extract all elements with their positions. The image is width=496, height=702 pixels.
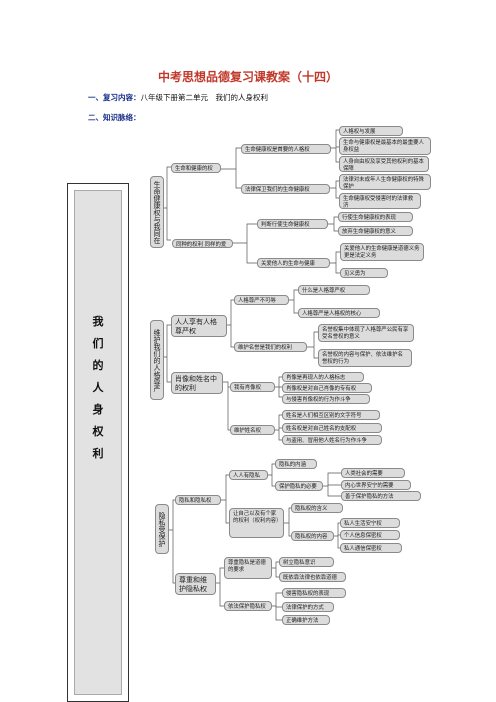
- node-primary-personality-right: 生命健康权是首要的人格权: [241, 144, 331, 154]
- node-reputation-right: 维护名誉是我们的权利: [234, 342, 307, 352]
- node-lawful-protection: 依法保护隐私权: [224, 601, 272, 611]
- node-name-symbol: 姓名是人们相互区别的文字符号: [282, 410, 380, 420]
- node-law-and-morality: 既依靠法律也依靠道德: [279, 572, 346, 582]
- node-personal-info-secrecy: 个人信息保密权: [340, 530, 400, 540]
- main-topic-frame: 我 们 的 人 身 权 利: [67, 183, 129, 702]
- node-correct-defense: 正确维护方法: [282, 615, 330, 625]
- node-portrait-mark: 肖像是再现人的人格标志: [282, 372, 364, 382]
- node-protect-method: 善于保护隐私的方法: [341, 491, 421, 501]
- main-topic-char: 身: [92, 403, 104, 416]
- node-privacy-necessity: 保护隐私的必要性: [275, 481, 323, 491]
- review-label: 一、复习内容：: [88, 93, 141, 102]
- node-life-health-right: 生命和健康的权利: [171, 163, 221, 173]
- node-waive-meaning: 放弃生命健康权的意义: [338, 226, 413, 236]
- node-dignity-inviolable: 人格尊严不可辱: [234, 295, 289, 305]
- branch-privacy-root: 隐私受保护: [155, 504, 169, 554]
- review-content-line: 一、复习内容：八年级下册第二单元 我们的人身权利: [88, 92, 268, 103]
- node-privacy-right-meaning: 隐私权的含义: [291, 503, 343, 513]
- node-private-comm-secrecy: 私人通信保密权: [340, 543, 402, 553]
- branch-life-health-root: 生命健康权与我同在: [150, 176, 164, 248]
- node-moral-legal-duty: 关爱他人的生命健康是道德义务更是法定义务: [340, 243, 424, 261]
- main-topic-char: 我: [92, 315, 104, 328]
- main-topic-panel: 我 们 的 人 身 权 利: [74, 190, 122, 695]
- node-basic-guarantee: 人身自由权及享受其他权利的基本保障: [339, 156, 429, 172]
- node-reputation-content: 名誉权的内容与保护、依法维护名誉权的行为: [318, 349, 412, 367]
- node-same-right-same-care: 同种的权利 同样的爱护: [172, 239, 233, 248]
- node-portrait-fight: 与侵害肖像权的行为作斗争: [282, 394, 370, 404]
- node-privacy-meaning: 隐私的内涵: [275, 459, 317, 469]
- node-brave-deed: 见义勇为: [340, 268, 388, 278]
- review-value: 八年级下册第二单元 我们的人身权利: [140, 93, 269, 102]
- node-legal-protection-ways: 法律保护的方式: [282, 602, 334, 612]
- node-what-dignity-right: 什么是人格尊严权: [298, 285, 370, 295]
- node-inner-peace-need: 内心世界安宁的需要: [341, 480, 411, 490]
- node-dignity-core: 人格尊严是人格权的核心: [298, 308, 380, 318]
- node-portrait-right: 我有肖像权: [230, 382, 275, 392]
- branch-dignity-root: 维护我们的人格尊严: [150, 320, 164, 400]
- node-law-protects-life: 法律保卫我们的生命健康权: [241, 184, 330, 194]
- knowledge-label: 二、知识脉络：: [88, 113, 141, 122]
- node-legal-remedy: 生命健康权受侵害时的法律救济: [339, 193, 421, 209]
- node-care-others-life: 关爱他人的生命与健康: [257, 258, 330, 268]
- node-exercise-life-right: 判断行使生命健康权: [257, 219, 328, 229]
- node-infringement-forms: 侵害隐私权的表现: [282, 588, 346, 598]
- node-privacy-and-right: 隐私和隐私权: [175, 495, 221, 505]
- node-exercise-manifestation: 行使生命健康权的表现: [338, 212, 413, 222]
- node-respect-moral: 尊重隐私是道德的要求: [224, 557, 272, 579]
- node-name-fight: 与盗用、冒用他人姓名行为作斗争: [282, 435, 382, 445]
- node-social-need: 人类社会的需要: [341, 468, 405, 478]
- node-everyone-privacy: 人人有隐私: [229, 470, 268, 480]
- node-portrait-exclusive: 肖像权是对自己肖像的专有权: [282, 383, 372, 393]
- main-topic-char: 利: [92, 447, 104, 460]
- node-most-basic-right: 生命与健康权是最基本的最重要人身权益: [339, 137, 431, 155]
- node-name-control: 姓名权是对自己姓名的支配权: [282, 423, 382, 433]
- main-topic-char: 权: [92, 425, 104, 438]
- node-minor-special-protection: 法律对未成年人生命健康权的特殊保护: [339, 174, 431, 190]
- node-portrait-name-rights: 肖像和姓名中的权利: [171, 372, 223, 394]
- node-name-right: 维护姓名权: [230, 425, 275, 435]
- main-topic-char: 人: [92, 381, 104, 394]
- main-topic-char: 们: [92, 337, 104, 350]
- node-respect-privacy: 尊重和维护隐私权: [175, 573, 216, 595]
- main-topic-title: 我 们 的 人 身 权 利: [75, 311, 121, 465]
- node-reputation-embodies-dignity: 名誉权集中体现了人格尊严公民有享受名誉权的意义: [318, 324, 414, 342]
- node-privacy-awareness: 树立隐私意识: [279, 557, 334, 567]
- node-own-home-right: 让自己以及有个家的权利（权利内容）: [229, 508, 284, 538]
- node-everyone-dignity: 人人享有人格尊严权: [171, 315, 227, 337]
- node-private-life-peace: 私人生活安宁权: [340, 518, 400, 528]
- node-personality-development: 人格权与发展: [339, 126, 403, 136]
- page-title: 中考思想品德复习课教案（十四）: [157, 70, 338, 84]
- main-topic-char: 的: [92, 359, 104, 372]
- node-privacy-right-content: 隐私权的内容: [291, 531, 334, 541]
- knowledge-line: 二、知识脉络：: [88, 112, 141, 123]
